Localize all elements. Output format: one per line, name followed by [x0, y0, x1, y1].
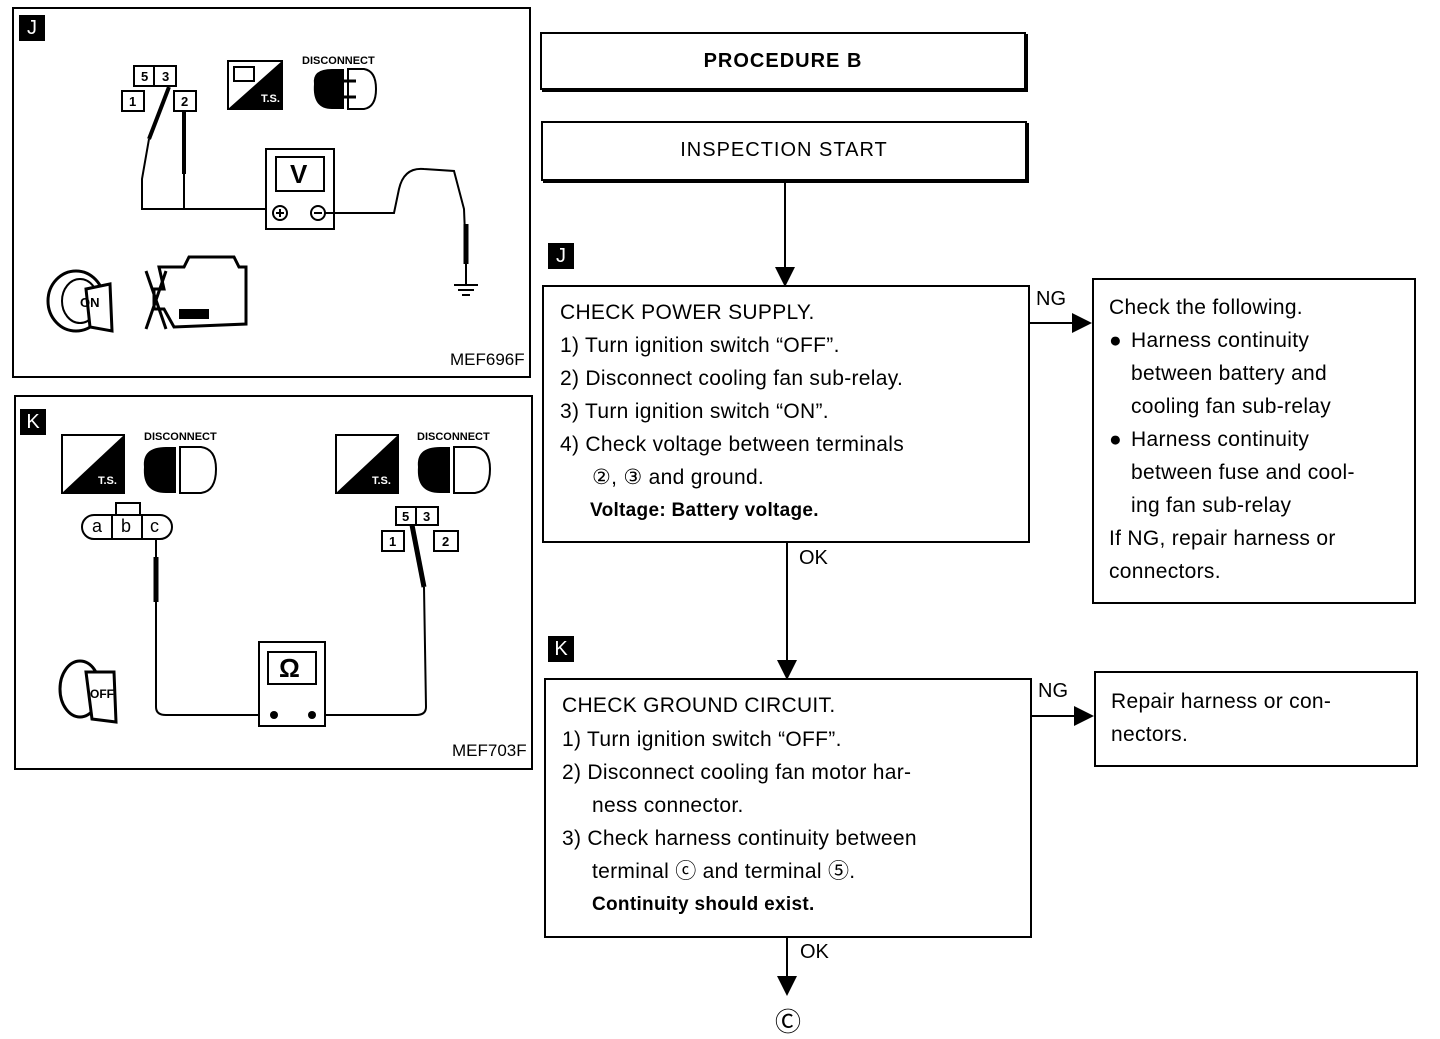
step2-ng-label: NG — [1038, 680, 1068, 702]
ng1-line7: ing fan sub-relay — [1131, 494, 1292, 517]
step-j-tag: J — [548, 243, 574, 269]
disconnect-label-right: DISCONNECT — [417, 431, 490, 443]
ng1-line3: between battery and — [1131, 362, 1328, 385]
figure-code-j: MEF696F — [450, 350, 525, 369]
terminal-2-label: 2 — [442, 534, 450, 549]
repair-harness-box: Repair harness or con- nectors. — [1094, 671, 1418, 767]
step2-line4: 3) Check harness continuity between — [562, 827, 917, 850]
step1-line2: 2) Disconnect cooling fan sub-relay. — [560, 367, 904, 390]
ignition-on-label: ON — [80, 295, 100, 310]
inspection-start-box: INSPECTION START — [541, 121, 1027, 181]
disconnect-label: DISCONNECT — [302, 55, 375, 67]
step1-line4: 4) Check voltage between terminals — [560, 433, 905, 456]
ng1-bullet2: ● — [1109, 428, 1122, 451]
ts-icon-label-right: T.S. — [372, 475, 391, 487]
disconnect-label-left: DISCONNECT — [144, 431, 217, 443]
step2-title: CHECK GROUND CIRCUIT. — [562, 694, 836, 717]
ohmmeter-symbol: Ω — [279, 653, 300, 683]
terminal-c-label: c — [150, 516, 159, 536]
procedure-title-box: PROCEDURE B — [540, 32, 1026, 90]
step-k-tag: K — [548, 636, 574, 662]
step1-ng-label: NG — [1036, 288, 1066, 310]
ng2-line2: nectors. — [1111, 723, 1189, 746]
check-ground-circuit-box: CHECK GROUND CIRCUIT. 1) Turn ignition s… — [544, 678, 1032, 938]
terminal-5-label: 5 — [141, 69, 149, 84]
ng1-line8: If NG, repair harness or — [1109, 527, 1336, 550]
ignition-off-label: OFF — [90, 687, 114, 701]
procedure-title: PROCEDURE B — [703, 50, 863, 72]
ts-icon-label: T.S. — [261, 93, 280, 105]
step1-spec: Voltage: Battery voltage. — [590, 500, 819, 521]
ng1-line2: Harness continuity — [1131, 329, 1310, 352]
panel-k-tag: K — [20, 409, 46, 435]
step1-line1: 1) Turn ignition switch “OFF”. — [560, 334, 840, 357]
step2-line3: ness connector. — [592, 794, 744, 817]
inspection-start-label: INSPECTION START — [680, 139, 888, 161]
terminal-a-label: a — [92, 516, 103, 536]
figure-code-k: MEF703F — [452, 741, 527, 760]
ng1-line5: Harness continuity — [1131, 428, 1310, 451]
ts-icon-label-left: T.S. — [98, 475, 117, 487]
ng1-line1: Check the following. — [1109, 296, 1303, 319]
panel-j-wiring — [46, 60, 478, 333]
terminal-1-label: 1 — [389, 534, 397, 549]
panel-k-wiring — [58, 434, 492, 727]
panel-j-diagram: J — [12, 7, 531, 378]
step1-line3: 3) Turn ignition switch “ON”. — [560, 400, 829, 423]
ng1-bullet1: ● — [1109, 329, 1122, 352]
terminal-3-label: 3 — [162, 69, 170, 84]
terminal-5-label: 5 — [402, 509, 410, 524]
ng2-line1: Repair harness or con- — [1111, 690, 1332, 713]
ng1-line4: cooling fan sub-relay — [1131, 395, 1332, 418]
step2-line1: 1) Turn ignition switch “OFF”. — [562, 728, 842, 751]
panel-j-tag: J — [19, 15, 45, 41]
check-following-box: Check the following. ● Harness continuit… — [1092, 278, 1416, 604]
ng1-line9: connectors. — [1109, 560, 1221, 583]
step2-spec: Continuity should exist. — [592, 894, 815, 915]
ng1-line6: between fuse and cool- — [1131, 461, 1355, 484]
voltmeter-symbol: V — [290, 159, 308, 189]
goto-connector-c: Ⓒ — [775, 1008, 802, 1038]
terminal-1-label: 1 — [129, 94, 137, 109]
panel-k-diagram: K a b c 5 3 — [14, 395, 533, 770]
step1-line5: ②, ③ and ground. — [592, 466, 765, 489]
terminal-3-label: 3 — [423, 509, 431, 524]
step2-ok-label: OK — [800, 941, 829, 963]
step1-title: CHECK POWER SUPPLY. — [560, 301, 815, 324]
step2-line2: 2) Disconnect cooling fan motor har- — [562, 761, 912, 784]
check-power-supply-box: CHECK POWER SUPPLY. 1) Turn ignition swi… — [542, 285, 1030, 543]
terminal-b-label: b — [121, 516, 132, 536]
step2-line5: terminal ⓒ and terminal ⑤. — [592, 860, 856, 883]
terminal-2-label: 2 — [181, 94, 189, 109]
step1-ok-label: OK — [799, 547, 828, 569]
